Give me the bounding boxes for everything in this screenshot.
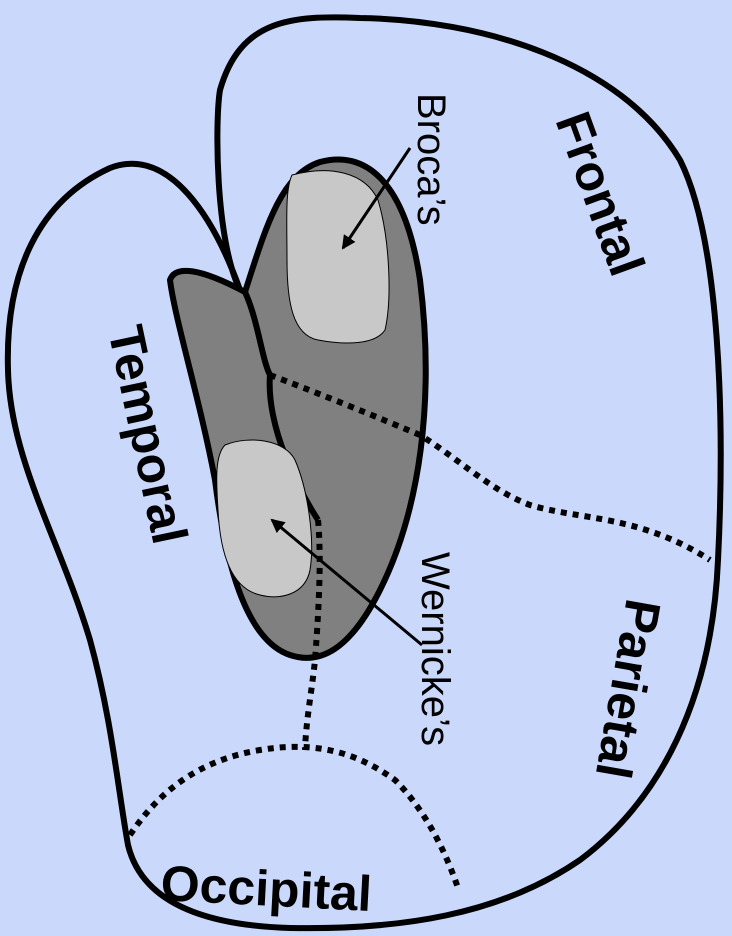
temporal-label: Temporal (97, 321, 198, 549)
broca-label: Broca’s (409, 93, 453, 226)
wernicke-label: Wernicke’s (413, 552, 457, 746)
broca-area (287, 171, 389, 343)
frontal-label: Frontal (545, 105, 656, 283)
parietal-label: Parietal (585, 595, 672, 783)
occipital-label: Occipital (159, 855, 373, 922)
